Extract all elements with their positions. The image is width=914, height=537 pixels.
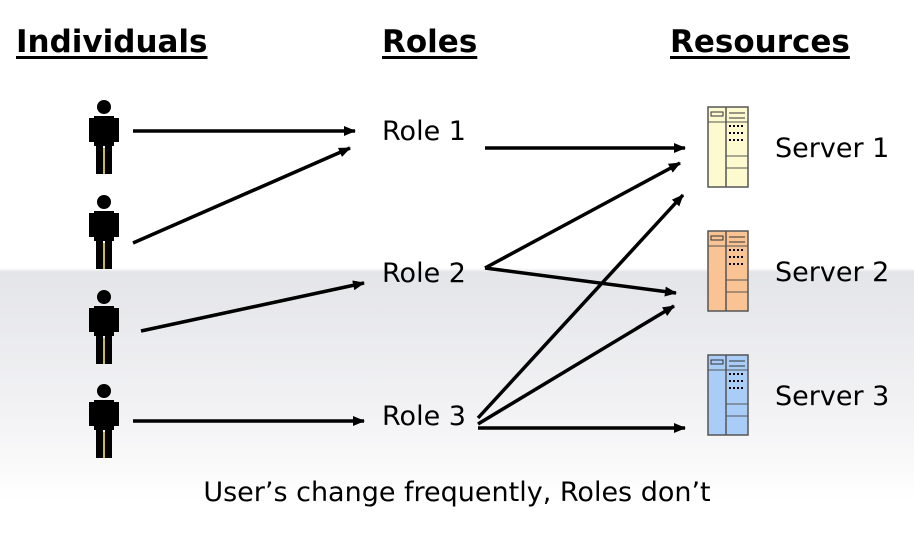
server-1-label: Server 1: [775, 133, 890, 164]
server-icon: [707, 106, 749, 188]
server-icon: [707, 354, 749, 436]
role-3-label: Role 3: [382, 401, 466, 432]
server-2-label: Server 2: [775, 257, 890, 288]
role-2-label: Role 2: [382, 258, 466, 289]
arrow-individual-2-to-role-1: [132, 146, 351, 245]
arrow-role-2-to-server-1: [484, 161, 681, 270]
person-icon: [89, 100, 119, 174]
arrow-individual-3-to-role-2: [140, 280, 365, 333]
role-1-label: Role 1: [382, 116, 466, 147]
arrow-role-3-to-server-2: [477, 304, 675, 426]
server-icon: [707, 230, 749, 312]
person-icon: [89, 290, 119, 364]
person-icon: [89, 195, 119, 269]
heading-resources: Resources: [670, 24, 850, 60]
arrow-role-3-to-server-1: [476, 193, 685, 420]
heading-roles: Roles: [382, 24, 478, 60]
arrow-role-2-to-server-2: [484, 266, 677, 297]
server-3-label: Server 3: [775, 381, 890, 412]
person-icon: [89, 384, 119, 458]
footer-caption: User’s change frequently, Roles don’t: [203, 477, 711, 508]
heading-individuals: Individuals: [16, 24, 208, 60]
